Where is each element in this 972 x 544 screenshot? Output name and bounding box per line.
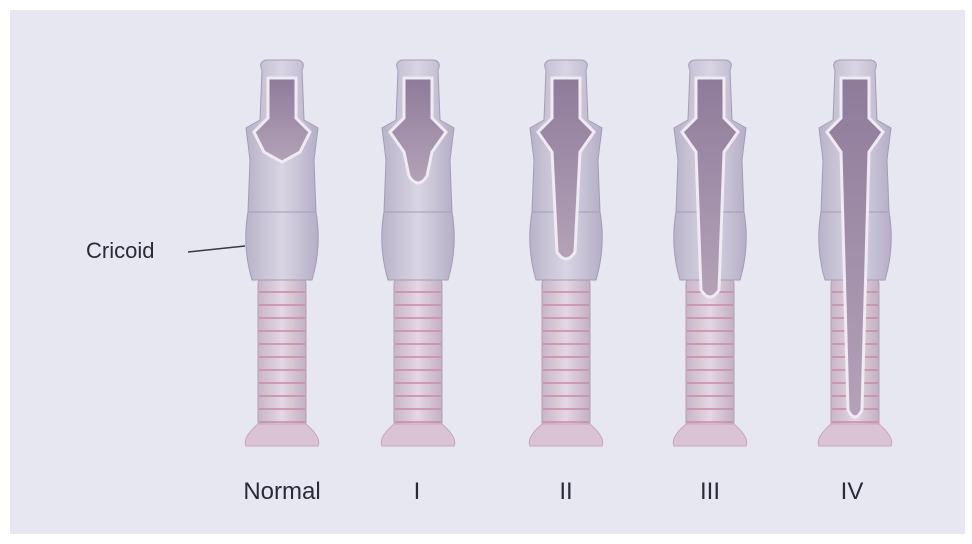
bronchial-bifurcation bbox=[381, 424, 455, 446]
trachea-iii bbox=[686, 278, 734, 438]
trachea-ii bbox=[542, 278, 590, 438]
cricoid-pointer-line bbox=[188, 246, 245, 252]
larynx-figure-i bbox=[381, 60, 455, 446]
stage-label-i: I bbox=[357, 478, 477, 506]
bronchial-bifurcation bbox=[529, 424, 603, 446]
larynx-figure-normal bbox=[245, 60, 319, 446]
trachea-i bbox=[394, 278, 442, 438]
bronchial-bifurcation bbox=[818, 424, 892, 446]
larynx-figure-iv bbox=[818, 60, 892, 446]
stage-label-normal: Normal bbox=[222, 478, 342, 506]
stage-label-iv: IV bbox=[792, 478, 912, 506]
cricoid-label: Cricoid bbox=[86, 238, 154, 264]
larynx-figure-iii bbox=[673, 60, 747, 446]
stage-label-ii: II bbox=[506, 478, 626, 506]
larynx-figure-ii bbox=[529, 60, 603, 446]
bronchial-bifurcation bbox=[673, 424, 747, 446]
cricoid-cartilage bbox=[382, 212, 455, 280]
bronchial-bifurcation bbox=[245, 424, 319, 446]
cricoid-cartilage bbox=[246, 212, 319, 280]
trachea-normal bbox=[258, 278, 306, 438]
stage-label-iii: III bbox=[650, 478, 770, 506]
